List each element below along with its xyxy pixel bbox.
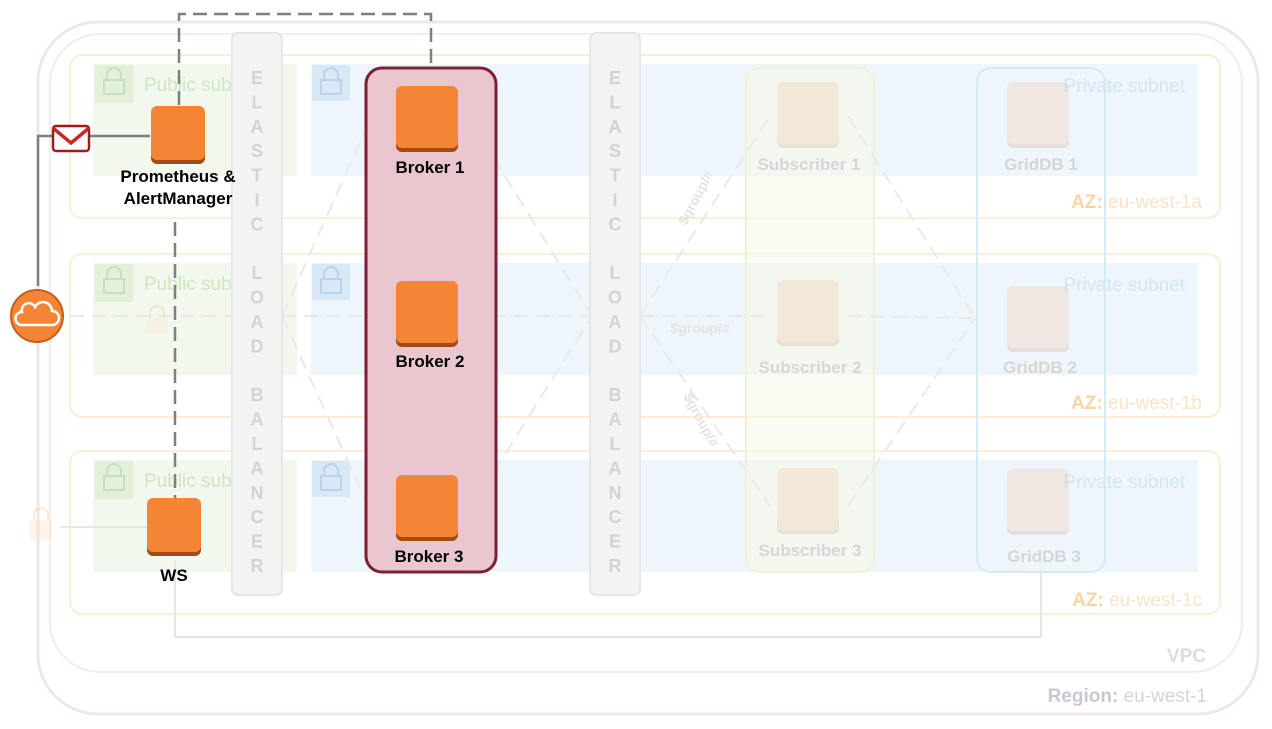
load-balancer-letter: A	[251, 410, 264, 430]
lock-icon	[95, 65, 133, 103]
load-balancer-letter: A	[609, 117, 622, 137]
public-subnet-label: Public subnet	[144, 274, 259, 295]
subscriber-instance	[777, 280, 839, 346]
load-balancer-letter: L	[610, 92, 621, 112]
load-balancer-letter: E	[609, 532, 621, 552]
subscriber-label: Subscriber 2	[759, 358, 862, 377]
load-balancer-letter: S	[251, 141, 263, 161]
load-balancer-letter: C	[251, 214, 264, 234]
load-balancer-letter: C	[609, 214, 622, 234]
load-balancer-letter: T	[610, 166, 621, 186]
load-balancer-letter: S	[609, 141, 621, 161]
load-balancer-letter: B	[609, 385, 622, 405]
griddb-instance	[1007, 286, 1069, 352]
load-balancer-letter: A	[609, 410, 622, 430]
load-balancer-letter: D	[609, 336, 622, 356]
edge-label: $group/#	[680, 390, 722, 450]
lock-icon	[95, 461, 133, 499]
gmail-icon	[51, 124, 91, 153]
private-subnet-label: Private subnet	[1064, 472, 1186, 493]
load-balancer-letter: A	[609, 312, 622, 332]
region-boundary	[36, 20, 1260, 716]
vpc-boundary	[49, 33, 1243, 673]
edge-label: $group/#	[670, 320, 729, 336]
ws-instance	[147, 498, 201, 556]
load-balancer-letter: O	[250, 288, 264, 308]
lock-icon	[312, 264, 350, 300]
cloud-icon	[10, 289, 64, 343]
az-label: AZ: eu-west-1b	[1071, 393, 1202, 414]
region-label: Region: eu-west-1	[1048, 686, 1207, 707]
load-balancer-letter: A	[251, 312, 264, 332]
lock-icon	[312, 65, 350, 101]
broker-label: Broker 2	[396, 352, 465, 371]
subscriber-instance	[777, 468, 839, 534]
griddb-instance	[1007, 82, 1069, 148]
load-balancer-letter: C	[609, 507, 622, 527]
lock-icon	[95, 264, 133, 302]
private-subnet-label: Private subnet	[1064, 275, 1186, 296]
ws-label: WS	[160, 566, 187, 585]
lock-icon	[146, 305, 168, 333]
az-rows	[69, 54, 1221, 615]
load-balancer-letter: B	[251, 385, 264, 405]
az-1b	[69, 253, 1221, 418]
broker-label: Broker 3	[395, 547, 464, 566]
load-balancer-letter: E	[609, 68, 621, 88]
public-subnet-label: Public subnet	[144, 75, 259, 96]
load-balancer-letter: L	[252, 92, 263, 112]
lock-icon	[30, 507, 52, 540]
load-balancer-letter: I	[254, 190, 259, 210]
private-subnet-label: Private subnet	[1064, 76, 1186, 97]
prometheus-label: Prometheus &	[120, 167, 235, 186]
subscriber-label: Subscriber 3	[759, 541, 862, 560]
load-balancer-letter: L	[252, 434, 263, 454]
az-label: AZ: eu-west-1c	[1072, 590, 1202, 611]
load-balancer-letter: R	[251, 556, 264, 576]
load-balancer-letter: N	[251, 483, 264, 503]
griddb-label: GridDB 1	[1004, 155, 1078, 174]
load-balancer-letter: D	[251, 336, 264, 356]
griddb-label: GridDB 3	[1007, 547, 1081, 566]
load-balancer-letter: N	[609, 483, 622, 503]
lock-icon	[312, 461, 350, 497]
load-balancer-letter: O	[608, 288, 622, 308]
load-balancer-letter: I	[612, 190, 617, 210]
load-balancer-letter: A	[251, 458, 264, 478]
load-balancer-letter: R	[609, 556, 622, 576]
vpc-label: VPC	[1167, 646, 1206, 667]
broker-instance	[396, 281, 458, 347]
monitoring-links	[173, 12, 433, 498]
broker-label: Broker 1	[396, 158, 465, 177]
broker-instance	[396, 475, 458, 541]
load-balancer-letter: A	[609, 458, 622, 478]
load-balancer-letter: A	[251, 117, 264, 137]
load-balancer-letter: C	[251, 507, 264, 527]
load-balancer-letter: L	[610, 263, 621, 283]
griddb-label: GridDB 2	[1003, 358, 1077, 377]
subscriber-label: Subscriber 1	[758, 155, 861, 174]
broker-instance	[396, 86, 458, 152]
alert-email-link	[36, 134, 150, 286]
load-balancer-letter: E	[251, 68, 263, 88]
prometheus-instance	[151, 106, 205, 164]
load-balancer-letter: L	[610, 434, 621, 454]
mesh-connections	[70, 115, 976, 511]
az-1c	[69, 450, 1221, 615]
public-subnet-label: Public subnet	[144, 471, 259, 492]
load-balancer-letter: E	[251, 532, 263, 552]
az-label: AZ: eu-west-1a	[1071, 192, 1202, 213]
load-balancer-letter: T	[252, 166, 263, 186]
load-balancer-letter: L	[252, 263, 263, 283]
subscriber-group	[745, 67, 875, 573]
subscriber-instance	[777, 82, 839, 148]
griddb-instance	[1007, 469, 1069, 535]
prometheus-label: AlertManager	[124, 189, 233, 208]
